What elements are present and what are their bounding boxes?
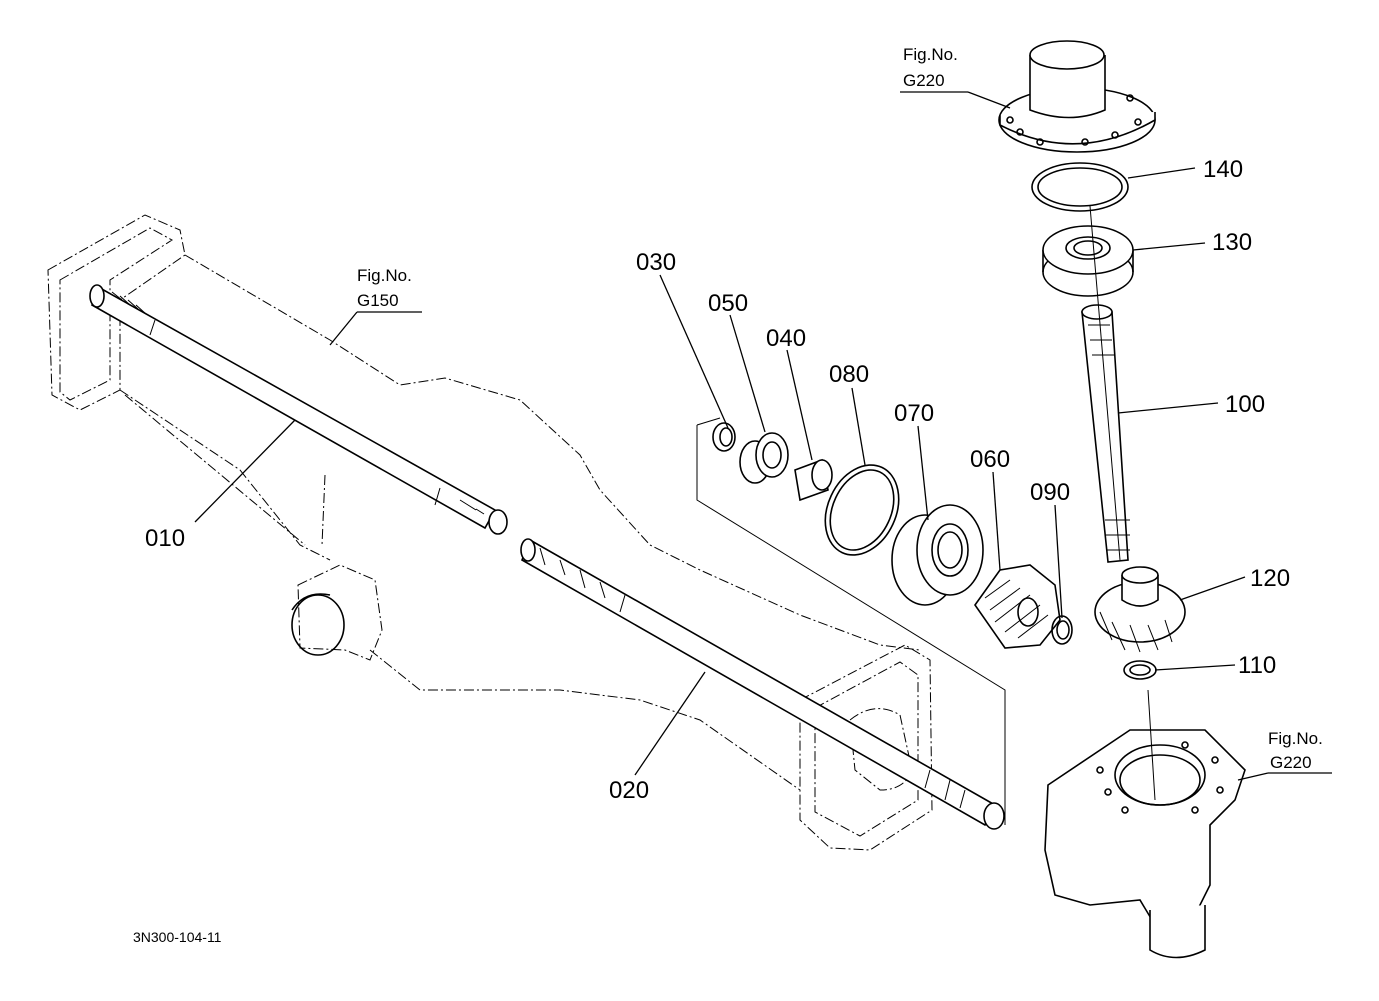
drawing-code: 3N300-104-11 [133, 929, 222, 945]
figure-ref-housing: Fig.No. G150 [357, 266, 412, 310]
bottom-gear-case [1044, 689, 1246, 959]
part-label-090: 090 [1030, 479, 1070, 506]
snap-ring-110 [1123, 660, 1157, 680]
fig-label-top: Fig.No. [903, 45, 958, 64]
part-label-060: 060 [970, 446, 1010, 473]
assembly-bracket [696, 417, 1006, 825]
part-label-030: 030 [636, 249, 676, 276]
part-label-110: 110 [1238, 652, 1276, 679]
fig-number-bottom: G220 [1270, 753, 1312, 772]
part-label-040: 040 [766, 325, 806, 352]
part-label-050: 050 [708, 290, 748, 317]
part-label-010: 010 [145, 525, 185, 552]
figure-ref-bottom: Fig.No. G220 [1268, 729, 1323, 772]
shaft-010 [89, 284, 508, 535]
part-label-140: 140 [1203, 156, 1243, 183]
fig-label-housing: Fig.No. [357, 266, 412, 285]
fig-label-bottom: Fig.No. [1268, 729, 1323, 748]
fig-number-housing: G150 [357, 291, 399, 310]
part-label-100: 100 [1225, 391, 1265, 418]
bearing-070 [891, 504, 984, 606]
bearing-130 [1042, 225, 1134, 297]
snap-ring-090 [1051, 615, 1073, 645]
o-ring-140 [1031, 162, 1129, 212]
axle-housing-outline [47, 214, 933, 851]
snap-ring-030 [712, 422, 736, 452]
part-label-070: 070 [894, 400, 934, 427]
bevel-gear-060 [974, 564, 1061, 649]
shaft-020 [520, 538, 1005, 830]
fig-number-top: G220 [903, 71, 945, 90]
bearing-050 [739, 432, 789, 484]
leader-lines [194, 91, 1332, 781]
collar-040 [794, 458, 833, 502]
part-label-020: 020 [609, 777, 649, 804]
part-label-130: 130 [1212, 229, 1252, 256]
part-label-080: 080 [829, 361, 869, 388]
figure-ref-top: Fig.No. G220 [903, 45, 958, 90]
part-label-120: 120 [1250, 565, 1290, 592]
bevel-gear-120 [1094, 566, 1186, 653]
top-flange-housing [998, 40, 1156, 153]
shaft-100 [1081, 205, 1130, 563]
o-ring-080 [824, 464, 900, 556]
